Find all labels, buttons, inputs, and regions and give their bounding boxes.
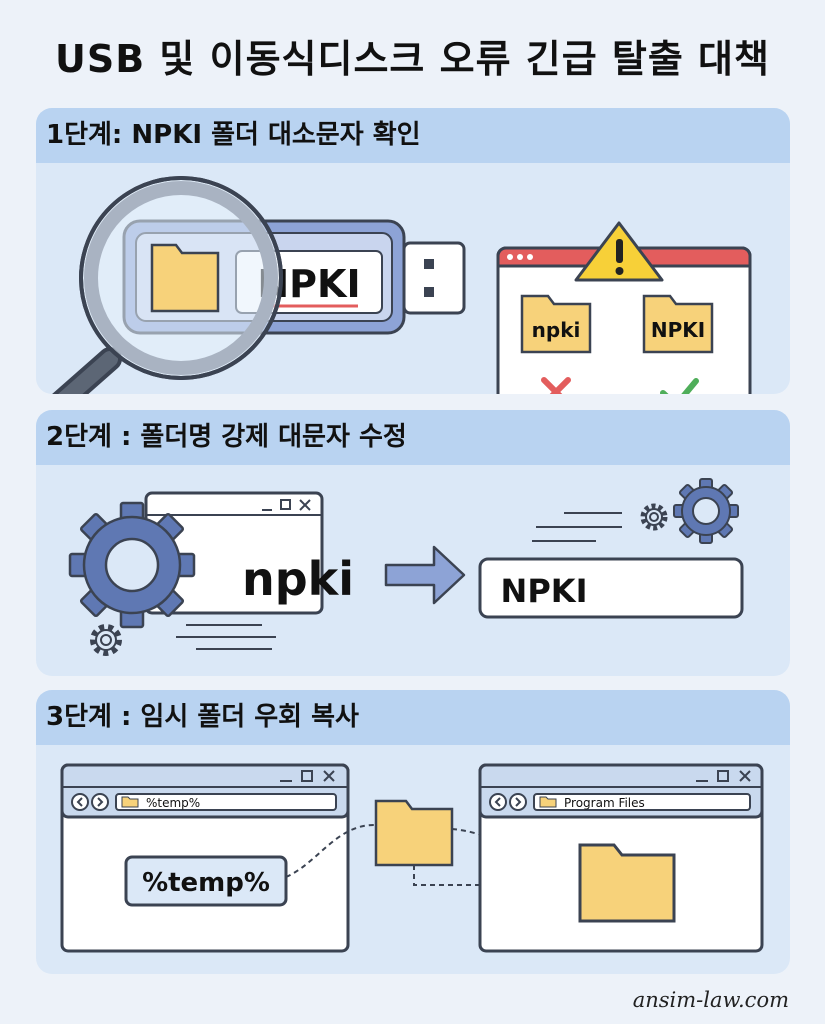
step-3-heading: 3단계 : 임시 폴더 우회 복사	[36, 690, 790, 745]
folder-icon	[578, 843, 676, 923]
close-icon	[299, 499, 311, 511]
gear-icon	[68, 501, 196, 629]
page-title: USB 및 이동식디스크 오류 긴급 탈출 대책	[55, 37, 770, 81]
step-2-heading: 2단계 : 폴더명 강제 대문자 수정	[36, 410, 790, 465]
footer-url: ansim-law.com	[632, 988, 789, 1012]
left-address-text: %temp%	[146, 796, 200, 810]
after-text: NPKI	[501, 572, 588, 610]
after-text-box	[478, 557, 744, 619]
right-folder-label: NPKI	[651, 318, 705, 342]
temp-input-text: %temp%	[142, 868, 270, 898]
close-icon	[739, 770, 751, 782]
gear-icon	[90, 624, 122, 656]
forward-icon	[509, 793, 527, 811]
arrow-icon	[384, 545, 466, 605]
maximize-icon	[717, 770, 729, 782]
temp-input-box	[124, 855, 288, 907]
step-1-illustration: NPKI npki NPKI	[52, 176, 752, 394]
address-bar[interactable]	[533, 793, 751, 811]
step-1-card: 1단계: NPKI 폴더 대소문자 확인 NPKI	[36, 108, 790, 394]
warning-icon	[574, 221, 664, 282]
back-icon	[489, 793, 507, 811]
right-address-text: Program Files	[564, 796, 645, 810]
gear-icon	[640, 503, 668, 531]
step-1-heading: 1단계: NPKI 폴더 대소문자 확인	[36, 108, 790, 163]
folder-icon	[374, 799, 454, 867]
maximize-icon	[301, 770, 313, 782]
motion-lines	[176, 624, 276, 650]
step-2-illustration: npki NPKI	[68, 478, 744, 656]
folder-icon	[520, 294, 714, 354]
step-3-illustration: %temp% %temp% Pr	[60, 763, 764, 953]
step-3-card: 3단계 : 임시 폴더 우회 복사 %temp% %temp%	[36, 690, 790, 974]
gear-icon	[673, 478, 739, 544]
folder-icon	[150, 243, 220, 313]
wrong-folder-label: npki	[532, 318, 581, 342]
motion-lines	[532, 512, 622, 542]
back-icon	[71, 793, 89, 811]
before-text: npki	[242, 552, 354, 606]
maximize-icon	[280, 499, 291, 510]
comparison-window	[496, 246, 752, 394]
address-bar[interactable]	[115, 793, 337, 811]
check-icon	[660, 378, 699, 394]
step-2-card: 2단계 : 폴더명 강제 대문자 수정	[36, 410, 790, 676]
forward-icon	[91, 793, 109, 811]
close-icon	[323, 770, 335, 782]
cross-icon	[541, 377, 571, 394]
